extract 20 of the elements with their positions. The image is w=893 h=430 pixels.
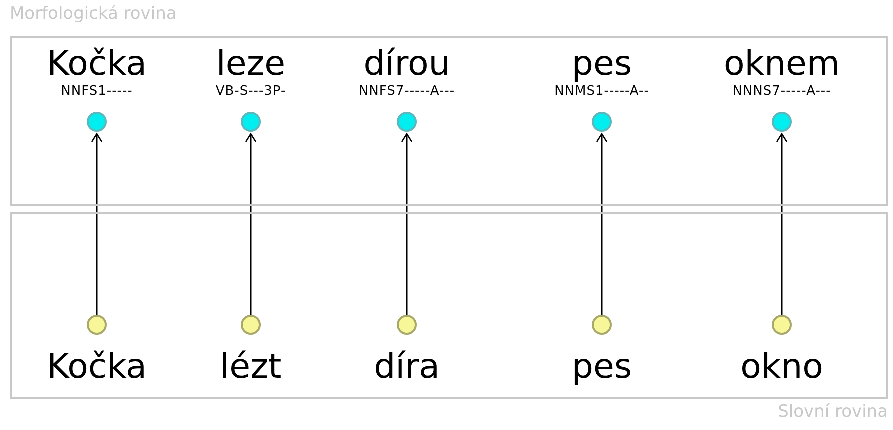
arrow: [245, 133, 257, 315]
word-form: Kočka: [46, 44, 148, 84]
morph-tag: NNFS7-----A---: [358, 84, 456, 100]
morph-tag: VB-S---3P-: [216, 84, 286, 100]
lemma-word: Kočka: [46, 347, 148, 387]
arrow: [596, 133, 608, 315]
lemma-word: okno: [740, 347, 824, 387]
arrow: [776, 133, 788, 315]
morph-tag: NNFS1-----: [61, 84, 133, 100]
morph-tag: NNMS1-----A--: [554, 84, 650, 100]
lemma-word: pes: [572, 347, 632, 387]
lemma-word: lézt: [220, 347, 282, 387]
word-form: dírou: [364, 44, 450, 84]
word-form: leze: [216, 44, 286, 84]
arrow: [91, 133, 103, 315]
lemma-word: díra: [374, 347, 440, 387]
arrow: [401, 133, 413, 315]
word-form: oknem: [724, 44, 840, 84]
morph-tag: NNNS7-----A---: [732, 84, 832, 100]
word-form: pes: [572, 44, 632, 84]
